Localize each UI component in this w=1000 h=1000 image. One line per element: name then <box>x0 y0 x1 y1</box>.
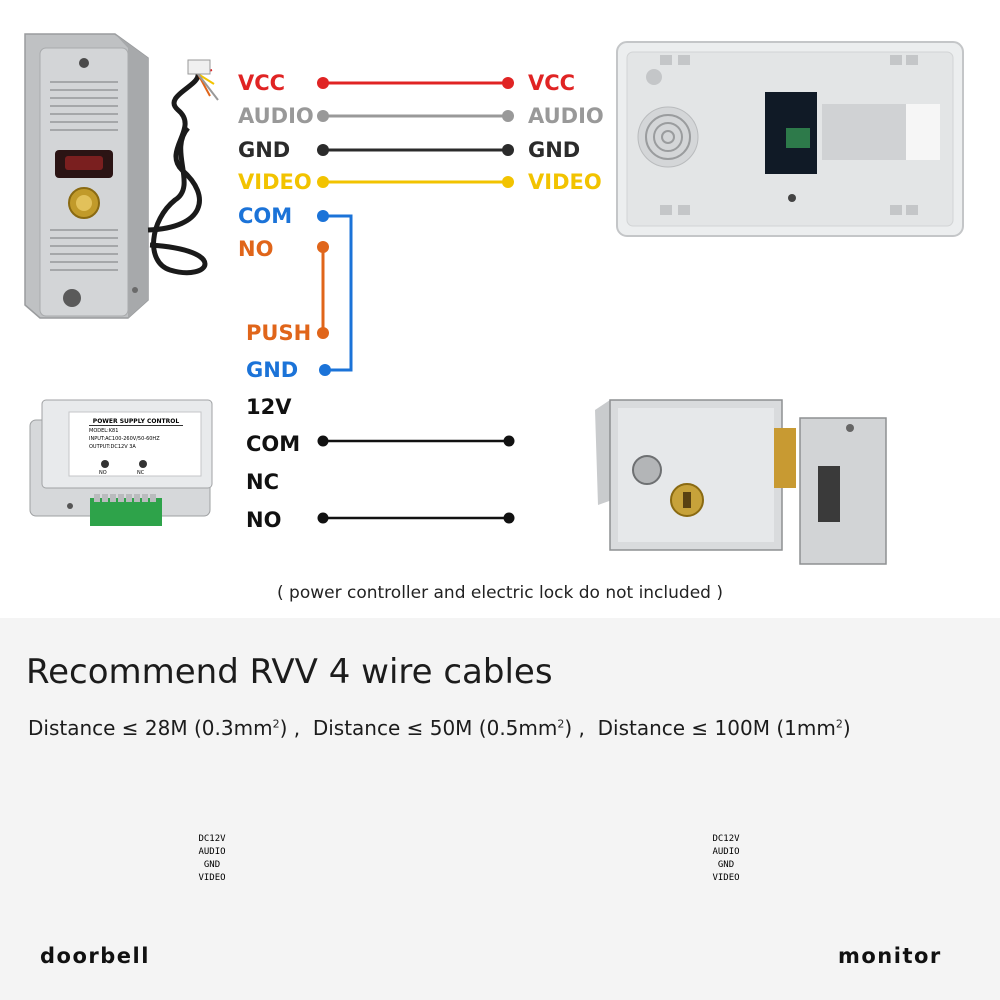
wire-gnd <box>317 144 514 156</box>
distance-specs: Distance ≤ 28M (0.3mm2) , Distance ≤ 50M… <box>28 716 851 740</box>
left-wire-gnd: GND <box>203 860 221 870</box>
left-wire-audio: AUDIO <box>198 847 226 857</box>
sup-1: 2 <box>272 717 280 731</box>
doorbell-caption: doorbell <box>40 944 150 968</box>
label-controller-com: COM <box>246 432 301 456</box>
doorbell-cable-image <box>147 59 219 276</box>
not-included-note: ( power controller and electric lock do … <box>277 583 723 603</box>
wire-com-to-gnd <box>317 210 353 376</box>
right-wire-labels: DC12V AUDIO GND VIDEO <box>708 833 744 885</box>
distance-28m: Distance ≤ 28M (0.3mm <box>28 716 273 740</box>
wire-audio <box>317 110 514 122</box>
label-push: PUSH <box>246 321 312 345</box>
distance-28m-end: ) , <box>279 716 301 740</box>
label-controller-nc: NC <box>246 470 279 494</box>
left-wire-video: VIDEO <box>198 873 226 883</box>
controller-output: OUTPUT:DC12V 3A <box>89 444 136 450</box>
distance-100m-end: ) <box>842 716 851 740</box>
right-wire-dc12v: DC12V <box>712 834 740 844</box>
sup-3: 2 <box>835 717 843 731</box>
cable-recommendation-panel <box>0 618 1000 1000</box>
label-gnd-left: GND <box>238 138 291 162</box>
label-no-left: NO <box>238 237 274 261</box>
controller-model: MODEL:K81 <box>89 428 119 434</box>
label-com-left: COM <box>238 204 293 228</box>
left-wire-dc12v: DC12V <box>198 834 226 844</box>
label-controller-12v: 12V <box>246 395 292 419</box>
label-audio-left: AUDIO <box>238 104 314 128</box>
cable-heading: Recommend RVV 4 wire cables <box>26 652 553 692</box>
monitor-caption: monitor <box>838 944 942 968</box>
label-vcc-right: VCC <box>528 71 576 95</box>
controller-title: POWER SUPPLY CONTROL <box>89 418 183 426</box>
controller-input: INPUT:AC100-260V/50-60HZ <box>89 436 160 442</box>
wire-no-to-push <box>317 241 329 339</box>
wire-video <box>317 176 514 188</box>
power-controller-image <box>29 399 213 526</box>
monitor-back-image <box>616 41 964 237</box>
wire-controller-com-lock <box>317 435 515 447</box>
label-vcc-left: VCC <box>238 71 286 95</box>
electric-lock-image <box>595 399 887 565</box>
controller-led-no: NO <box>99 470 107 476</box>
right-wire-video: VIDEO <box>712 873 740 883</box>
wire-vcc <box>317 77 514 89</box>
distance-50m: Distance ≤ 50M (0.5mm <box>312 716 558 740</box>
left-wire-labels: DC12V AUDIO GND VIDEO <box>194 833 230 885</box>
distance-100m: Distance ≤ 100M (1mm <box>597 716 836 740</box>
label-gnd-right: GND <box>528 138 581 162</box>
label-video-right: VIDEO <box>528 170 602 194</box>
label-push-gnd: GND <box>246 358 299 382</box>
right-wire-gnd: GND <box>717 860 735 870</box>
label-controller-no: NO <box>246 508 282 532</box>
controller-led-nc: NC <box>137 470 145 476</box>
label-audio-right: AUDIO <box>528 104 604 128</box>
label-video-left: VIDEO <box>238 170 312 194</box>
sup-2: 2 <box>557 717 565 731</box>
wire-controller-no-lock <box>317 512 515 524</box>
distance-50m-end: ) , <box>564 716 585 740</box>
right-wire-audio: AUDIO <box>712 847 740 857</box>
doorbell-unit-image <box>24 33 149 319</box>
